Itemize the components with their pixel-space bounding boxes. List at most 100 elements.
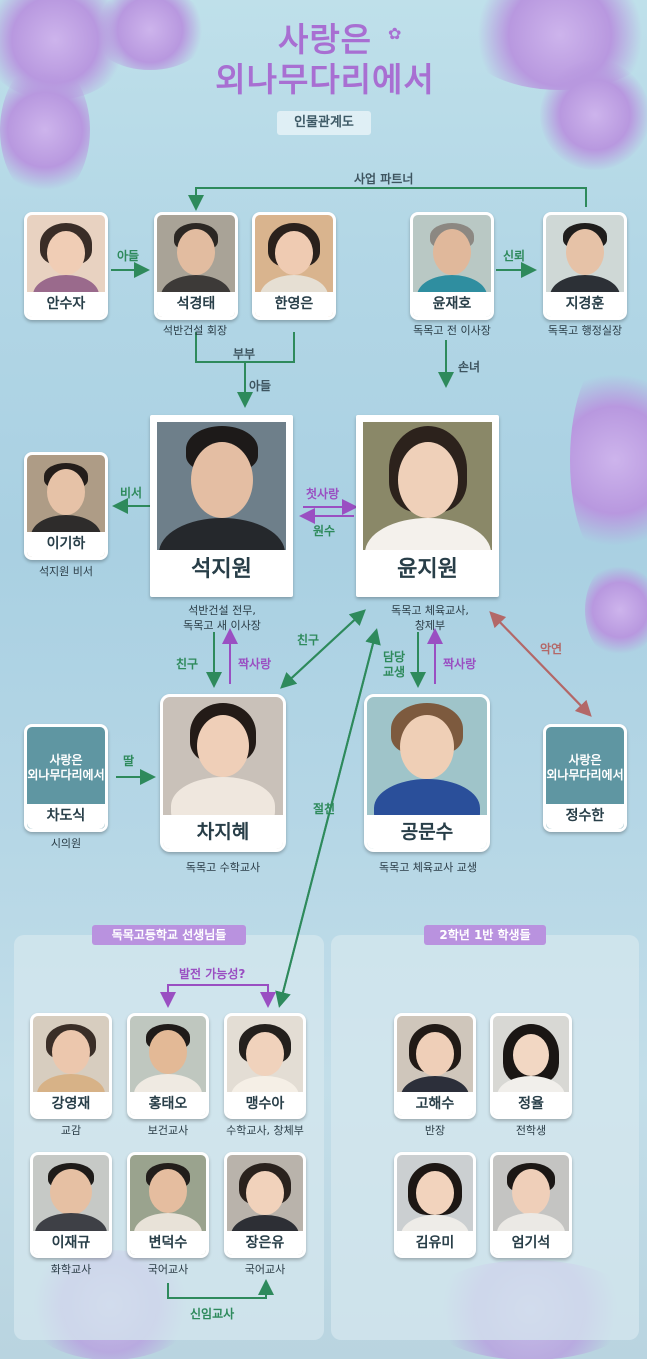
portrait-teacher: 변덕수 bbox=[127, 1152, 209, 1258]
teacher-card[interactable]: 장은유 bbox=[224, 1152, 306, 1258]
line-bad-blood-back bbox=[489, 611, 590, 715]
character-card-ji-gyeonghun[interactable]: 지경훈 bbox=[543, 212, 627, 320]
students-panel-tag: 2학년 1반 학생들 bbox=[424, 925, 546, 945]
name-jeong-suhan: 정수한 bbox=[546, 804, 624, 829]
student-caption: 전학생 bbox=[515, 1124, 547, 1137]
name-han-yeongeun: 한영은 bbox=[255, 292, 333, 317]
flower-icon: ✿ bbox=[388, 24, 402, 43]
character-card-an-suja[interactable]: 안수자 bbox=[24, 212, 108, 320]
students-panel bbox=[331, 935, 639, 1340]
wisteria-decoration bbox=[90, 0, 210, 70]
character-card-seok-jiwon[interactable]: 석지원 bbox=[150, 415, 293, 597]
name-cha-dosik: 차도식 bbox=[27, 804, 105, 829]
caption-ji-gyeonghun: 독목고 행정실장 bbox=[547, 324, 623, 337]
teacher-name: 변덕수 bbox=[130, 1231, 206, 1255]
portrait-teacher: 홍태오 bbox=[127, 1013, 209, 1119]
student-card[interactable]: 정율 bbox=[490, 1013, 572, 1119]
name-yun-jaeho: 윤재호 bbox=[413, 292, 491, 317]
teacher-caption: 국어교사 bbox=[147, 1263, 189, 1276]
teacher-caption: 국어교사 bbox=[244, 1263, 286, 1276]
student-card[interactable]: 엄기석 bbox=[490, 1152, 572, 1258]
teacher-card[interactable]: 강영재 bbox=[30, 1013, 112, 1119]
portrait-seok-gyeongtae: 석경태 bbox=[154, 212, 238, 320]
label-friend-a: 친구 bbox=[176, 657, 199, 671]
teacher-card[interactable]: 홍태오 bbox=[127, 1013, 209, 1119]
line-new-teacher bbox=[167, 1283, 267, 1299]
character-card-yun-jaeho[interactable]: 윤재호 bbox=[410, 212, 494, 320]
character-card-cha-jihye[interactable]: 차지혜 bbox=[160, 694, 286, 852]
student-card[interactable]: 김유미 bbox=[394, 1152, 476, 1258]
portrait-teacher: 강영재 bbox=[30, 1013, 112, 1119]
name-an-suja: 안수자 bbox=[27, 292, 105, 317]
wisteria-decoration bbox=[585, 560, 647, 660]
portrait-yun-jiwon: 윤지원 bbox=[356, 415, 499, 597]
portrait-gong-munsu: 공문수 bbox=[364, 694, 490, 852]
teacher-caption: 화학교사 bbox=[50, 1263, 92, 1276]
character-card-lee-giha[interactable]: 이기하 bbox=[24, 452, 108, 560]
teacher-card[interactable]: 이재규 bbox=[30, 1152, 112, 1258]
teacher-card[interactable]: 맹수아 bbox=[224, 1013, 306, 1119]
teacher-card[interactable]: 변덕수 bbox=[127, 1152, 209, 1258]
label-crush-a: 짝사랑 bbox=[238, 657, 272, 671]
line-business-partner bbox=[188, 187, 587, 211]
name-seok-gyeongtae: 석경태 bbox=[157, 292, 235, 317]
label-trust: 신뢰 bbox=[503, 249, 526, 263]
portrait-teacher: 이재규 bbox=[30, 1152, 112, 1258]
caption-gong-munsu: 독목고 체육교사 교생 bbox=[378, 861, 478, 874]
label-secretary: 비서 bbox=[120, 486, 143, 500]
student-name: 김유미 bbox=[397, 1231, 473, 1255]
portrait-ji-gyeonghun: 지경훈 bbox=[543, 212, 627, 320]
portrait-cha-jihye: 차지혜 bbox=[160, 694, 286, 852]
student-name: 고해수 bbox=[397, 1092, 473, 1116]
label-son-left: 아들 bbox=[117, 249, 140, 263]
teachers-panel-tag: 독목고등학교 선생님들 bbox=[92, 925, 246, 945]
portrait-seok-jiwon: 석지원 bbox=[150, 415, 293, 597]
label-business-partner: 사업 파트너 bbox=[354, 172, 414, 186]
label-bad-blood: 악연 bbox=[540, 642, 563, 656]
label-enemy: 원수 bbox=[313, 524, 336, 538]
caption-seok-jiwon: 석반건설 전무, 독목고 새 이사장 bbox=[183, 604, 261, 632]
caption-cha-dosik: 시의원 bbox=[50, 837, 82, 850]
name-gong-munsu: 공문수 bbox=[367, 815, 487, 849]
label-potential: 발전 가능성? bbox=[179, 967, 246, 981]
teacher-caption: 교감 bbox=[60, 1124, 82, 1137]
character-card-seok-gyeongtae[interactable]: 석경태 bbox=[154, 212, 238, 320]
name-cha-jihye: 차지혜 bbox=[163, 815, 283, 849]
label-new-teacher: 신임교사 bbox=[190, 1307, 235, 1321]
name-yun-jiwon: 윤지원 bbox=[363, 550, 492, 590]
wisteria-decoration bbox=[570, 350, 647, 570]
teacher-name: 이재규 bbox=[33, 1231, 109, 1255]
line-best-friend-back bbox=[275, 631, 377, 1008]
label-son-bottom: 아들 bbox=[249, 379, 272, 393]
student-card[interactable]: 고해수 bbox=[394, 1013, 476, 1119]
student-caption: 반장 bbox=[424, 1124, 446, 1137]
character-card-cha-dosik[interactable]: 사랑은 외나무다리에서 차도식 bbox=[24, 724, 108, 832]
wisteria-decoration bbox=[540, 60, 647, 170]
page-subtitle: 인물관계도 bbox=[277, 111, 371, 135]
label-friend-b: 친구 bbox=[297, 633, 320, 647]
portrait-teacher: 장은유 bbox=[224, 1152, 306, 1258]
label-first-love: 첫사랑 bbox=[306, 487, 340, 501]
character-card-han-yeongeun[interactable]: 한영은 bbox=[252, 212, 336, 320]
character-card-gong-munsu[interactable]: 공문수 bbox=[364, 694, 490, 852]
portrait-lee-giha: 이기하 bbox=[24, 452, 108, 560]
name-ji-gyeonghun: 지경훈 bbox=[546, 292, 624, 317]
teacher-name: 장은유 bbox=[227, 1231, 303, 1255]
label-best-friend: 절친 bbox=[313, 802, 336, 816]
label-spouses: 부부 bbox=[233, 347, 256, 361]
name-seok-jiwon: 석지원 bbox=[157, 550, 286, 590]
portrait-student: 엄기석 bbox=[490, 1152, 572, 1258]
name-lee-giha: 이기하 bbox=[27, 532, 105, 557]
character-card-jeong-suhan[interactable]: 사랑은 외나무다리에서 정수한 bbox=[543, 724, 627, 832]
character-card-yun-jiwon[interactable]: 윤지원 bbox=[356, 415, 499, 597]
student-name: 정율 bbox=[493, 1092, 569, 1116]
caption-seok-gyeongtae: 석반건설 회장 bbox=[162, 324, 228, 337]
teacher-name: 홍태오 bbox=[130, 1092, 206, 1116]
label-in-charge: 담당 교생 bbox=[383, 650, 406, 679]
label-daughter: 딸 bbox=[123, 754, 135, 768]
portrait-student: 김유미 bbox=[394, 1152, 476, 1258]
label-granddaughter: 손녀 bbox=[458, 360, 481, 374]
teacher-caption: 보건교사 bbox=[147, 1124, 189, 1137]
